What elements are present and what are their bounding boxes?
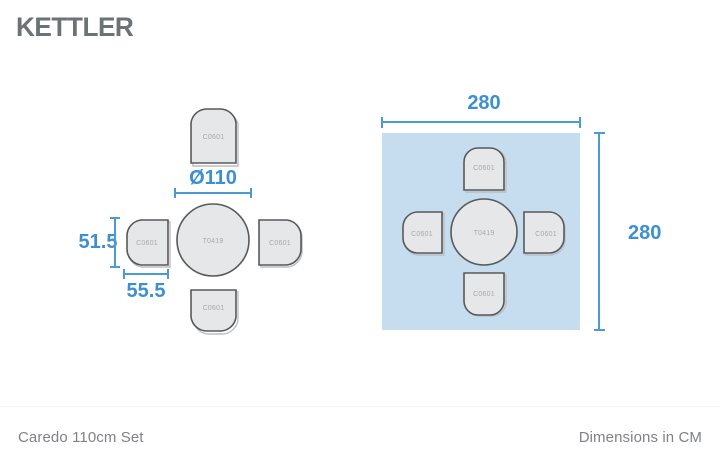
chair-left: C0601	[126, 219, 171, 268]
chair-right: C0601	[258, 219, 303, 268]
dimension-label-footprint-depth: 280	[628, 222, 661, 244]
chair-part-label: C0601	[269, 240, 291, 247]
dimension-drawing: C0601 Ø110 T0419 C0601 C0601	[79, 92, 661, 335]
chair-part-label: C0601	[535, 231, 557, 238]
chair-part-label: C0601	[473, 165, 495, 172]
product-name-label: Caredo 110cm Set	[18, 429, 144, 446]
chair-part-label: C0601	[136, 240, 158, 247]
dimension-label-chair-depth: 51.5	[79, 231, 118, 253]
dimension-label-chair-width: 55.5	[127, 280, 166, 302]
chair-bottom: C0601	[190, 289, 239, 335]
footer: Caredo 110cm Set Dimensions in CM	[0, 406, 720, 463]
footer-divider	[0, 406, 720, 407]
chair-right: C0601	[523, 211, 566, 256]
diagram-footprint-dimensions: 280 280 C0601 T0419 C060	[381, 92, 661, 331]
table-T0419: T0419	[176, 203, 250, 277]
chair-top: C0601	[190, 108, 239, 167]
table-T0419: T0419	[450, 198, 518, 266]
dimension-footprint-depth: 280	[594, 132, 661, 331]
table-part-label: T0419	[203, 238, 224, 245]
chair-left: C0601	[402, 211, 445, 256]
chair-part-label: C0601	[203, 305, 225, 312]
dimension-label-table-diameter: Ø110	[189, 167, 237, 189]
chair-top: C0601	[463, 147, 507, 193]
chair-part-label: C0601	[203, 134, 225, 141]
dimension-table-diameter: Ø110	[174, 167, 252, 198]
table-part-label: T0419	[474, 230, 495, 237]
kettler-logo: KETTLER	[16, 12, 134, 42]
dimension-chair-width: 55.5	[123, 269, 169, 302]
diagram-component-dimensions: C0601 Ø110 T0419 C0601 C0601	[79, 108, 303, 335]
units-label: Dimensions in CM	[578, 429, 702, 446]
dimension-chair-depth: 51.5	[79, 217, 120, 268]
dimension-label-footprint-width: 280	[467, 92, 500, 114]
dimension-footprint-width: 280	[381, 92, 581, 128]
chair-part-label: C0601	[473, 291, 495, 298]
chair-bottom: C0601	[463, 272, 507, 317]
chair-part-label: C0601	[411, 231, 433, 238]
